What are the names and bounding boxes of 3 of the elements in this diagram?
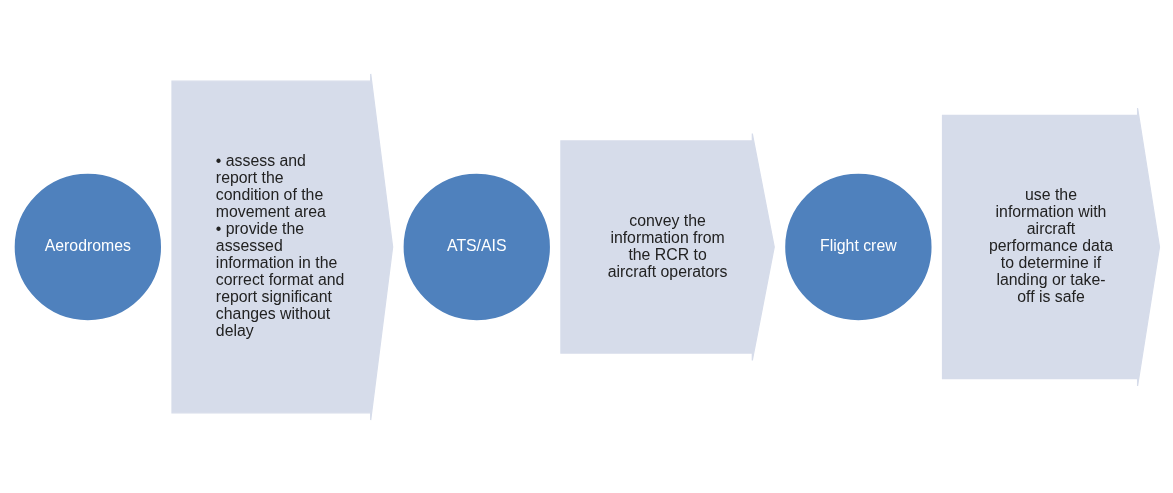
node-circle: Flight crew <box>782 170 934 323</box>
node-circle: Aerodromes <box>12 170 164 323</box>
node-circle: ATS/AIS <box>401 170 553 323</box>
